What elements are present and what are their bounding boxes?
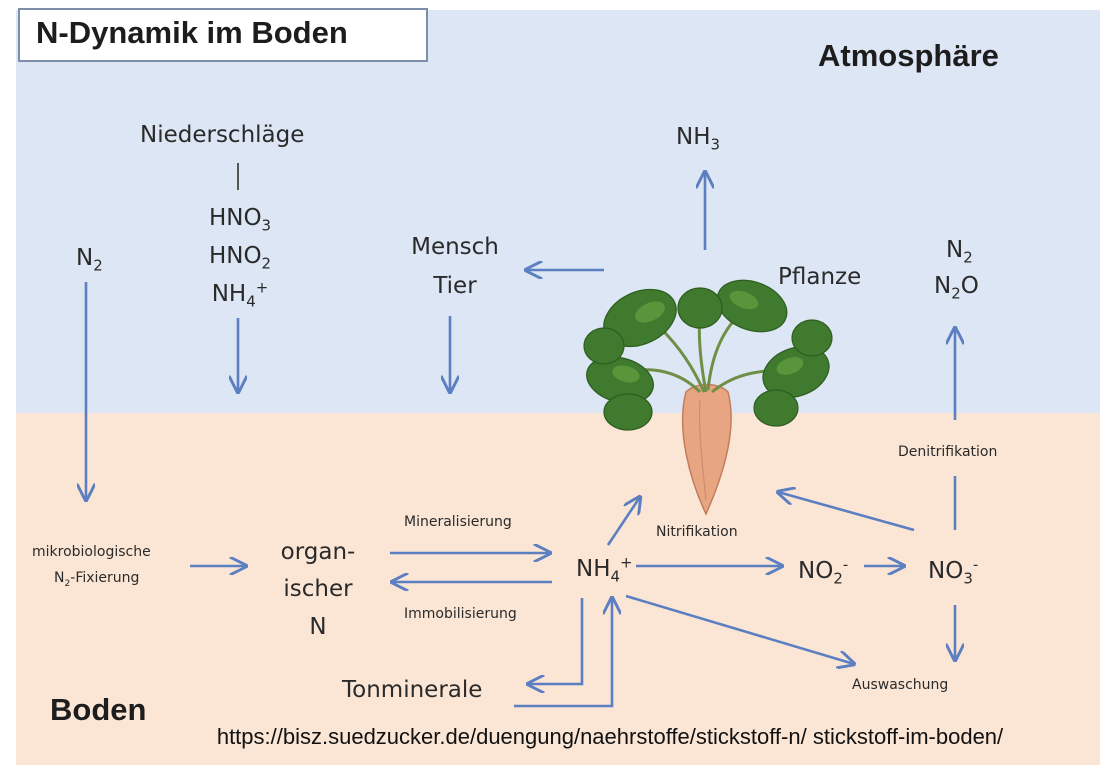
n2-atmosphere-label: N2	[76, 245, 103, 275]
sugar-beet-plant-icon	[583, 279, 833, 516]
n2o-label: N2O	[934, 273, 979, 303]
nh3-label: NH3	[676, 124, 721, 154]
arrow-clay-to-nh4	[514, 598, 612, 708]
n2-denitrification-label: N2	[946, 237, 973, 267]
mineralization-label: Mineralisierung	[404, 514, 512, 530]
tier-label: Tier	[433, 273, 477, 299]
denitrification-label: Denitrifikation	[898, 444, 998, 460]
title-box	[18, 8, 428, 62]
immobilization-label: Immobilisierung	[404, 606, 517, 622]
source-url[interactable]: https://bisz.suedzucker.de/duengung/naeh…	[216, 724, 1004, 749]
mensch-label: Mensch	[411, 234, 499, 260]
arrow-nh4-to-clay	[528, 598, 584, 684]
clay-minerals-label: Tonminerale	[342, 677, 483, 703]
arrow-nh4-leaching	[625, 594, 854, 664]
no2-label: NO2-	[798, 555, 849, 588]
atmosphere-zone	[16, 10, 1100, 413]
precipitation-label: Niederschläge	[140, 122, 305, 148]
plant-label: Pflanze	[778, 264, 862, 290]
arrow-no3-to-plant	[778, 492, 915, 532]
soil-label: Boden	[50, 692, 147, 727]
no3-label: NO3-	[928, 555, 979, 588]
nitrification-label: Nitrifikation	[656, 524, 738, 540]
nh4-precipitation-label: NH4+	[211, 278, 269, 311]
nh4-soil-label: NH4+	[576, 553, 633, 586]
diagram-title: N-Dynamik im Boden	[36, 15, 348, 50]
organic-n-line3: N	[309, 614, 327, 640]
microbial-fixation-line2: N2-Fixierung	[54, 570, 140, 589]
organic-n-line1: organ-	[280, 539, 356, 565]
leaching-label: Auswaschung	[852, 677, 949, 693]
arrow-nh4-to-plant	[606, 497, 640, 546]
atmosphere-label: Atmosphäre	[818, 38, 999, 73]
hno3-label: HNO3	[208, 205, 272, 235]
microbial-fixation-line1: mikrobiologische	[32, 544, 151, 560]
hno2-label: HNO2	[208, 243, 272, 273]
organic-n-line2: ischer	[283, 576, 353, 602]
